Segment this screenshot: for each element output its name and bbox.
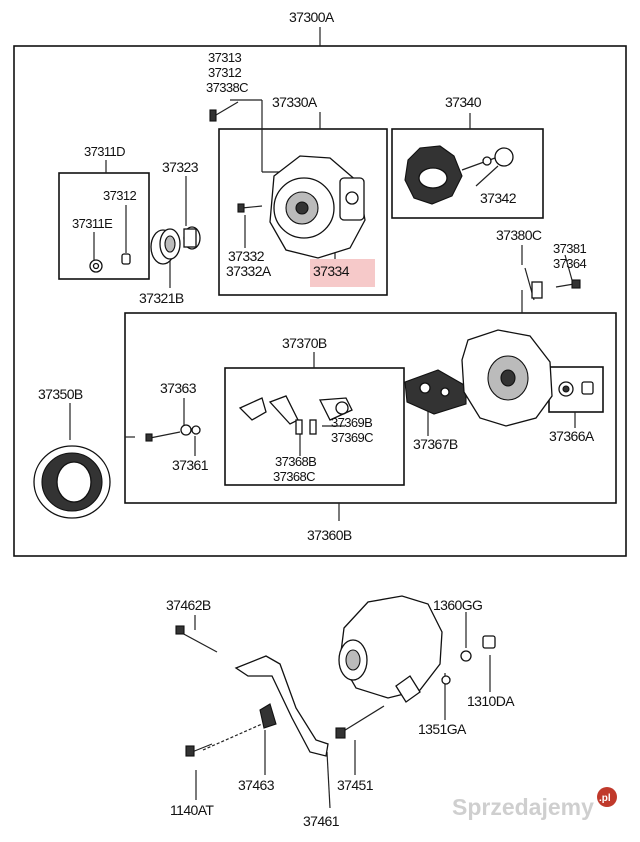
label-37323: 37323 xyxy=(162,159,199,175)
label-37311D: 37311D xyxy=(84,144,125,159)
subassembly-37311D-frame xyxy=(58,172,150,280)
subassembly-37360B-frame xyxy=(124,312,617,504)
label-37312-left: 37312 xyxy=(103,188,137,203)
label-37368C: 37368C xyxy=(273,469,315,484)
bolt-37451-icon xyxy=(335,705,385,739)
alternator-assembly-37330A-icon xyxy=(237,155,366,259)
label-1310DA: 1310DA xyxy=(467,693,515,709)
label-37380C: 37380C xyxy=(496,227,542,243)
label-37300A: 37300A xyxy=(289,9,335,25)
washers-1360GG-1351GA-icon xyxy=(441,650,472,685)
label-37381: 37381 xyxy=(553,241,587,256)
label-37312-top: 37312 xyxy=(208,65,242,80)
label-37332: 37332 xyxy=(228,248,265,264)
bolt-1140AT-icon xyxy=(185,743,213,757)
leader-lines xyxy=(69,27,576,809)
label-1140AT: 1140AT xyxy=(170,802,214,818)
label-37364: 37364 xyxy=(553,256,587,271)
label-37366A: 37366A xyxy=(549,428,595,444)
label-37330A: 37330A xyxy=(272,94,318,110)
watermark-badge xyxy=(597,787,617,807)
label-37313: 37313 xyxy=(208,50,242,65)
label-37463: 37463 xyxy=(238,777,275,793)
part-labels: 37300A 37313 37312 37338C 37330A 37340 3… xyxy=(38,9,596,829)
screw-37363-icon xyxy=(145,424,201,442)
nut-37311E-icon xyxy=(89,259,103,273)
label-37461: 37461 xyxy=(303,813,340,829)
stator-37350B-icon xyxy=(33,445,111,519)
highlight-37334 xyxy=(310,259,375,287)
rectifier-37367B-icon xyxy=(404,369,467,415)
washer-37312-icon xyxy=(121,253,131,265)
label-37367B: 37367B xyxy=(413,436,458,452)
label-37361: 37361 xyxy=(172,457,209,473)
rotor-37340-icon xyxy=(404,145,514,205)
adjusting-bracket-37461-icon xyxy=(234,655,329,757)
bolt-37313-icon xyxy=(209,101,239,122)
label-37369C: 37369C xyxy=(331,430,373,445)
watermark: Sprzedajemy .pl xyxy=(452,787,617,820)
label-37342: 37342 xyxy=(480,190,517,206)
bolt-37462B-icon xyxy=(175,625,218,653)
nut-1310DA-icon xyxy=(482,635,496,649)
label-37451: 37451 xyxy=(337,777,374,793)
nut-washer-37366A-icon xyxy=(558,381,594,397)
subassembly-37330A-frame xyxy=(218,128,388,296)
subassembly-37366A-frame xyxy=(548,366,604,413)
spacer-37463-icon xyxy=(259,703,277,729)
label-37332A: 37332A xyxy=(226,263,272,279)
watermark-text: Sprzedajemy xyxy=(452,794,594,820)
label-37338C: 37338C xyxy=(206,80,248,95)
label-1351GA: 1351GA xyxy=(418,721,467,737)
label-37311E: 37311E xyxy=(72,216,113,231)
label-37321B: 37321B xyxy=(139,290,184,306)
bracket-37380C-icon xyxy=(524,267,581,301)
label-37369B: 37369B xyxy=(331,415,372,430)
watermark-suffix: .pl xyxy=(599,793,611,804)
label-37360B: 37360B xyxy=(307,527,352,543)
label-1360GG: 1360GG xyxy=(433,597,482,613)
alternator-body-icon xyxy=(338,595,443,703)
pulley-37321B-icon xyxy=(150,226,201,265)
label-37334: 37334 xyxy=(313,263,350,279)
label-37368B: 37368B xyxy=(275,454,316,469)
label-37340: 37340 xyxy=(445,94,482,110)
brush-holder-37370B-icon xyxy=(238,395,353,435)
label-37350B: 37350B xyxy=(38,386,83,402)
label-37370B: 37370B xyxy=(282,335,327,351)
label-37363: 37363 xyxy=(160,380,197,396)
rear-housing-icon xyxy=(461,329,553,427)
subassembly-37340-frame xyxy=(391,128,544,219)
label-37462B: 37462B xyxy=(166,597,211,613)
